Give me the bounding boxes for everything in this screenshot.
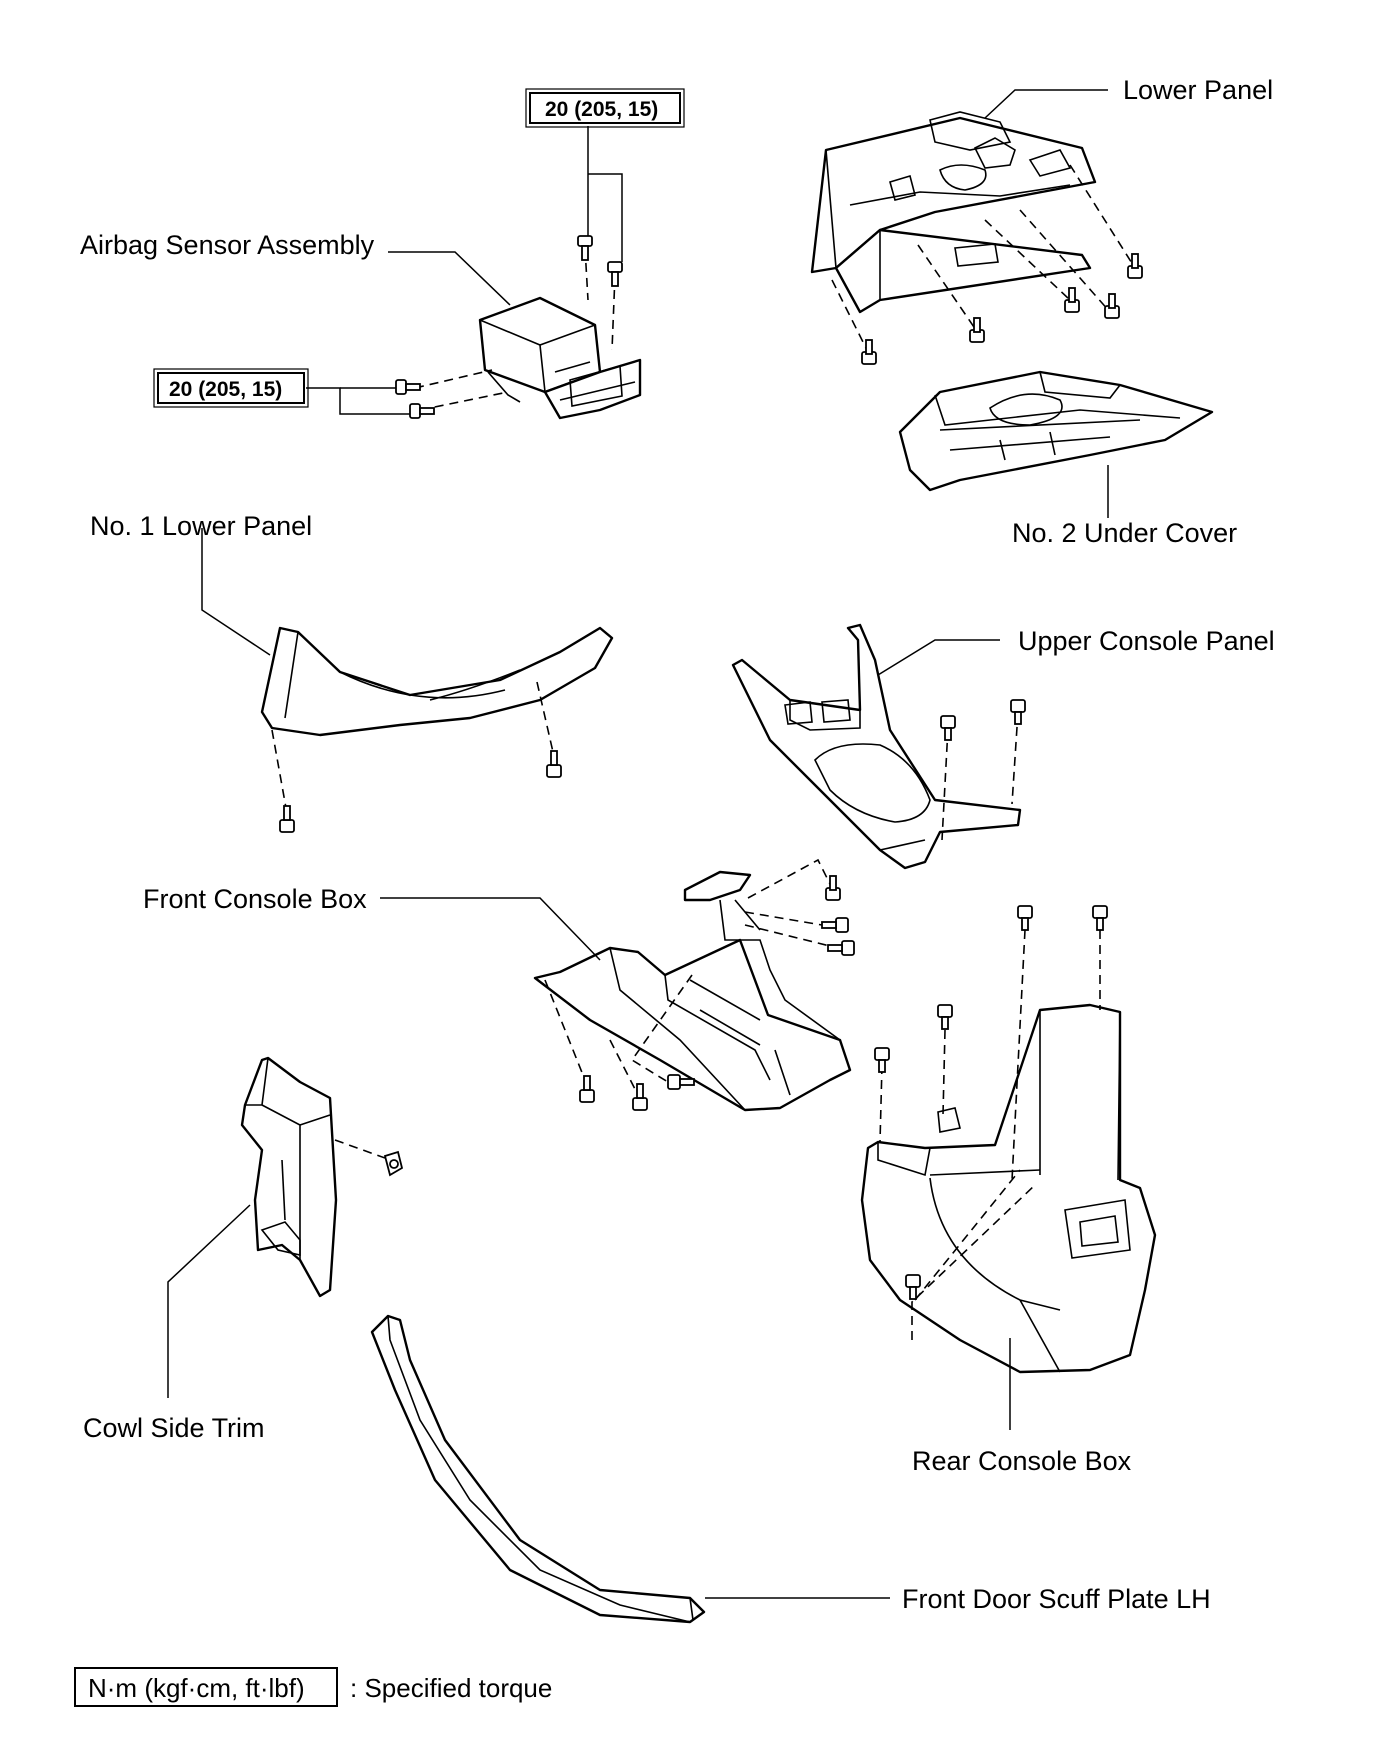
bolt-icon <box>577 235 593 261</box>
bolt-icon <box>279 805 295 833</box>
clip-icon <box>383 1150 404 1177</box>
legend-unit-box: N·m (kgf·cm, ft·lbf) <box>88 1673 305 1703</box>
torque-legend: N·m (kgf·cm, ft·lbf) : Specified torque <box>74 1667 552 1707</box>
cowl-side-trim-part <box>240 1056 338 1298</box>
front-console-box-part <box>533 870 852 1112</box>
bolt-icon <box>607 261 623 287</box>
leader-lines <box>167 89 1109 1599</box>
bolt-icon <box>579 1075 595 1103</box>
bolt-icon <box>546 750 562 778</box>
torque-spec-top: 20 (205, 15) <box>525 88 685 128</box>
bolt-icon <box>969 317 985 343</box>
bolt-icon <box>905 1274 921 1300</box>
bolt-icon <box>874 1047 890 1073</box>
no2-under-cover-label: No. 2 Under Cover <box>1012 518 1237 548</box>
no1-lower-panel-part <box>260 626 614 737</box>
bolt-icon <box>632 1083 648 1111</box>
torque-spec-left: 20 (205, 15) <box>153 368 309 408</box>
no2-under-cover-part <box>898 370 1214 492</box>
bolt-icon <box>409 403 435 419</box>
cowl-side-trim-label: Cowl Side Trim <box>83 1413 265 1443</box>
no1-lower-panel-label: No. 1 Lower Panel <box>90 511 312 541</box>
bolt-icon <box>1010 699 1026 725</box>
front-door-scuff-plate-label: Front Door Scuff Plate LH <box>902 1584 1211 1614</box>
bolt-icon <box>395 379 421 395</box>
bolt-icon <box>821 917 849 933</box>
fastener-guide-lines <box>271 164 1136 1340</box>
bolt-icon <box>940 715 956 741</box>
bolt-icon <box>1017 905 1033 931</box>
front-door-scuff-plate-part <box>370 1314 706 1624</box>
airbag-sensor-assembly-part <box>478 296 642 420</box>
upper-console-panel-part <box>731 623 1022 870</box>
bolt-icon <box>825 875 841 901</box>
lower-panel-part <box>810 111 1097 314</box>
torque-value-left: 20 (205, 15) <box>169 378 282 401</box>
lower-panel-label: Lower Panel <box>1123 75 1273 105</box>
bolt-icon <box>937 1004 953 1030</box>
bolt-icon <box>1092 905 1108 931</box>
torque-value-top: 20 (205, 15) <box>545 98 658 121</box>
bolt-icon <box>667 1074 695 1090</box>
bolt-icon <box>827 940 855 956</box>
rear-console-box-label: Rear Console Box <box>912 1446 1132 1476</box>
upper-console-panel-label: Upper Console Panel <box>1018 626 1275 656</box>
bolt-icon <box>1104 293 1120 319</box>
airbag-sensor-assembly-label: Airbag Sensor Assembly <box>80 230 375 260</box>
rear-console-box-part <box>860 1003 1157 1374</box>
bolts <box>279 235 1143 1300</box>
bolt-icon <box>1127 253 1143 279</box>
bolt-icon <box>861 339 877 365</box>
front-console-box-label: Front Console Box <box>143 884 367 914</box>
legend-description: : Specified torque <box>350 1673 552 1703</box>
bolt-icon <box>1064 287 1080 313</box>
